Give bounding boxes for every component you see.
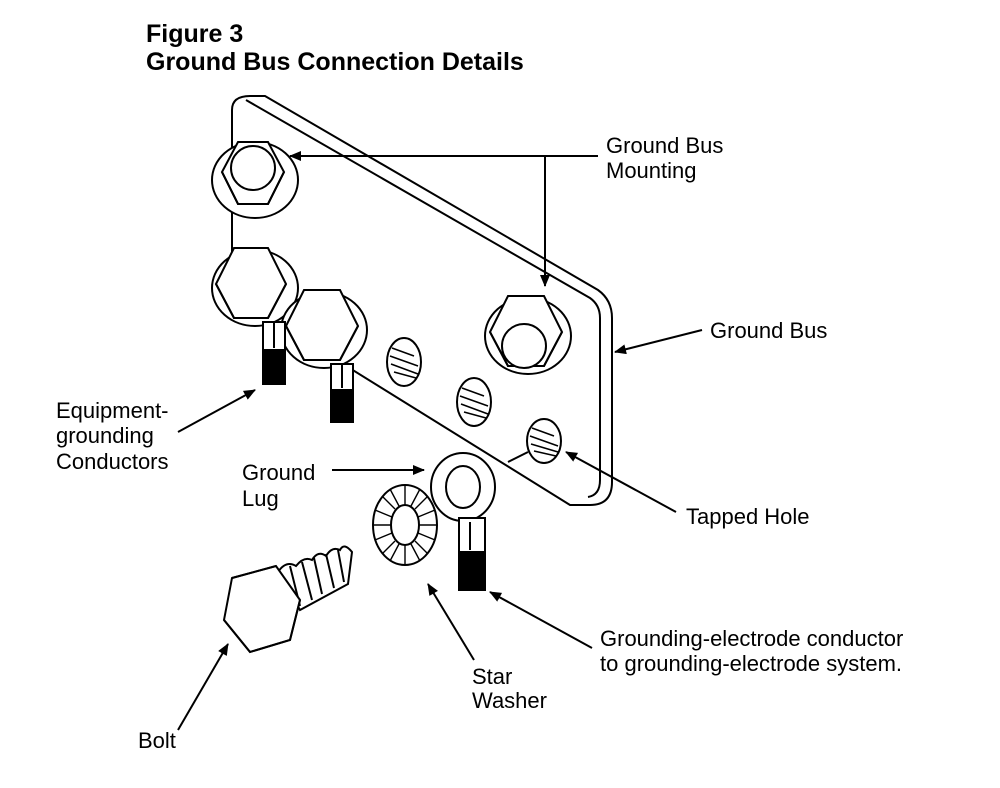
label-ground-lug-line1: Ground [242, 460, 315, 485]
label-ground-lug-line2: Lug [242, 486, 279, 511]
figure-title: Ground Bus Connection Details [146, 48, 524, 76]
label-bolt: Bolt [138, 728, 176, 753]
label-mounting-line2: Mounting [606, 158, 697, 183]
gec-leader [489, 591, 593, 649]
ground-bus-leader [614, 329, 703, 355]
label-star-washer-line1: Star [472, 664, 512, 689]
bolt [222, 545, 354, 654]
tapped-holes [386, 337, 562, 464]
leader-lines [177, 151, 703, 731]
label-star-washer-line2: Washer [472, 688, 547, 713]
tapped-hole-leader [565, 451, 677, 513]
label-mounting-line1: Ground Bus [606, 133, 723, 158]
equipment-conductor-middle [330, 363, 354, 423]
figure-title-block: Figure 3 Ground Bus Connection Details [146, 20, 524, 76]
star-washer [372, 484, 438, 566]
ground-bus-plate [231, 95, 613, 506]
tapped-hole [456, 377, 492, 427]
label-equipment-line1: Equipment- [56, 398, 169, 423]
mounting-nut-right [484, 295, 572, 375]
label-equipment-line3: Conductors [56, 449, 169, 474]
tapped-hole-leader-2 [507, 451, 529, 463]
bolt-leader [177, 643, 229, 731]
conductor-nut-left [211, 247, 299, 327]
label-ground-bus: Ground Bus [710, 318, 827, 343]
ground-lug [430, 452, 496, 591]
label-equipment-line2: grounding [56, 423, 154, 448]
star-washer-leader [427, 583, 475, 661]
label-gec-line2: to grounding-electrode system. [600, 651, 902, 676]
label-tapped-hole: Tapped Hole [686, 504, 810, 529]
tapped-hole [386, 337, 422, 387]
conductor-nut-middle [280, 289, 368, 369]
equipment-conductor-left [262, 321, 286, 385]
equipment-leader [177, 389, 256, 433]
figure-number: Figure 3 [146, 20, 244, 48]
mounting-nut-top [211, 141, 299, 219]
tapped-hole [526, 418, 562, 464]
label-gec-line1: Grounding-electrode conductor [600, 626, 903, 651]
